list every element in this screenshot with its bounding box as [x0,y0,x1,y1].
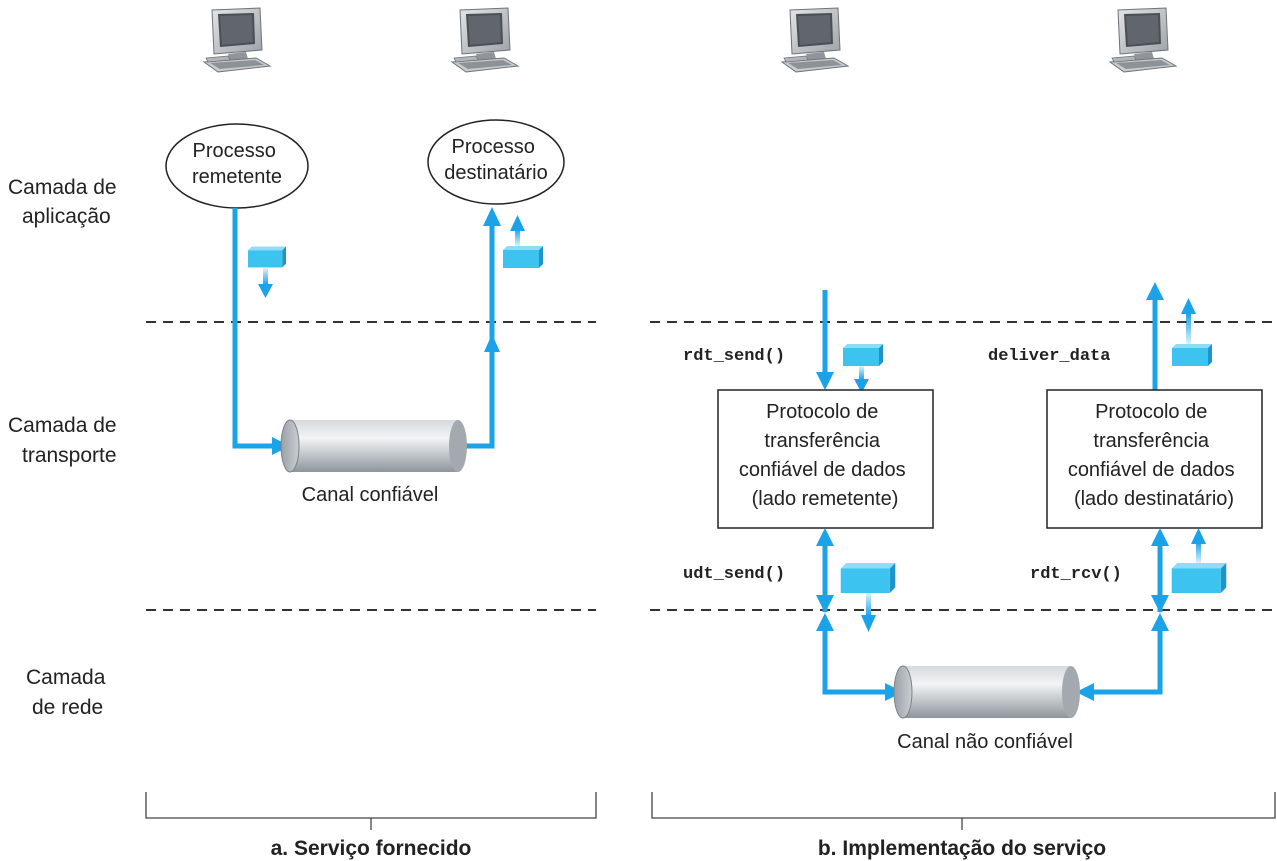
rdt-sender-box [717,389,934,529]
reliable-channel-label: Canal confiável [302,484,439,506]
rdt-rcv-arrowhead-down [1151,595,1169,613]
rdt-send-arrowhead [816,372,834,390]
receiver-arrowhead-mid [484,334,500,352]
network-receiver-arrowhead-up [1151,613,1169,631]
receiver-computer-icon [451,7,519,73]
packet-icon-a-down [248,246,286,268]
udt-send-arrowhead-down [816,595,834,613]
receiver-computer-icon-b [1109,7,1177,73]
packet-arrowhead-rdt-send [854,379,869,393]
packet-arrow-shaft-udt-send [866,593,871,616]
sender-computer-icon-b [781,7,849,73]
packet-arrowhead-udt-send [861,615,876,632]
packet-arrow-shaft-a-down [263,268,268,285]
sender-process-label: Processo remetente [192,140,282,188]
caption-b: b. Implementação do serviço [818,837,1106,860]
rdt-rcv-label: rdt_rcv() [1030,565,1122,584]
packet-arrow-shaft-deliver-data [1186,313,1191,344]
receiver-data-path [458,222,495,449]
layer-label-application: Camada de aplicação [8,176,122,228]
rdt-send-label: rdt_send() [683,347,785,366]
unreliable-channel-label: Canal não confiável [897,731,1073,753]
udt-send-label: udt_send() [683,565,785,584]
deliver-data-arrowhead [1146,282,1164,300]
packet-arrow-shaft-rdt-rcv [1196,542,1201,563]
packet-icon-udt-send [840,563,896,593]
sender-computer-icon [203,7,271,73]
network-receiver-path [1094,625,1163,695]
reliable-channel-cylinder [280,419,467,473]
packet-arrow-shaft-a-up [515,229,520,246]
network-sender-path [822,625,885,695]
packet-icon-a-up [503,246,543,268]
packet-icon-rdt-send [843,344,883,366]
bracket-b [651,792,1276,819]
packet-icon-deliver-data [1172,344,1212,366]
sender-data-path [232,208,272,449]
layer-label-network: Camada de rede [26,666,111,719]
receiver-process-ellipse [427,119,565,205]
layer-label-transport: Camada de transporte [8,414,122,467]
network-receiver-arrowhead-left [1076,683,1094,701]
rdt-sender-box-label: Protocolo de transferência confiável de … [739,401,911,510]
udt-send-arrowhead-up [816,528,834,546]
caption-a: a. Serviço fornecido [271,837,472,860]
network-sender-arrowhead-up [816,613,834,631]
rdt-receiver-box-label: Protocolo de transferência confiável de … [1068,401,1240,510]
packet-arrowhead-deliver-data [1181,298,1196,314]
rdt-rcv-arrowhead-up [1151,528,1169,546]
rdt-receiver-box [1046,389,1263,529]
receiver-process-label: Processo destinatário [444,136,547,184]
receiver-arrowhead-top [483,207,501,226]
packet-arrowhead-a-up [510,215,525,231]
unreliable-channel-cylinder [893,665,1080,719]
packet-arrow-shaft-rdt-send [859,366,864,380]
bracket-a [145,792,597,819]
packet-icon-rdt-rcv [1171,563,1227,593]
packet-arrowhead-a-down [258,284,273,298]
packet-arrowhead-rdt-rcv [1191,528,1206,544]
deliver-data-label: deliver_data [988,347,1110,366]
